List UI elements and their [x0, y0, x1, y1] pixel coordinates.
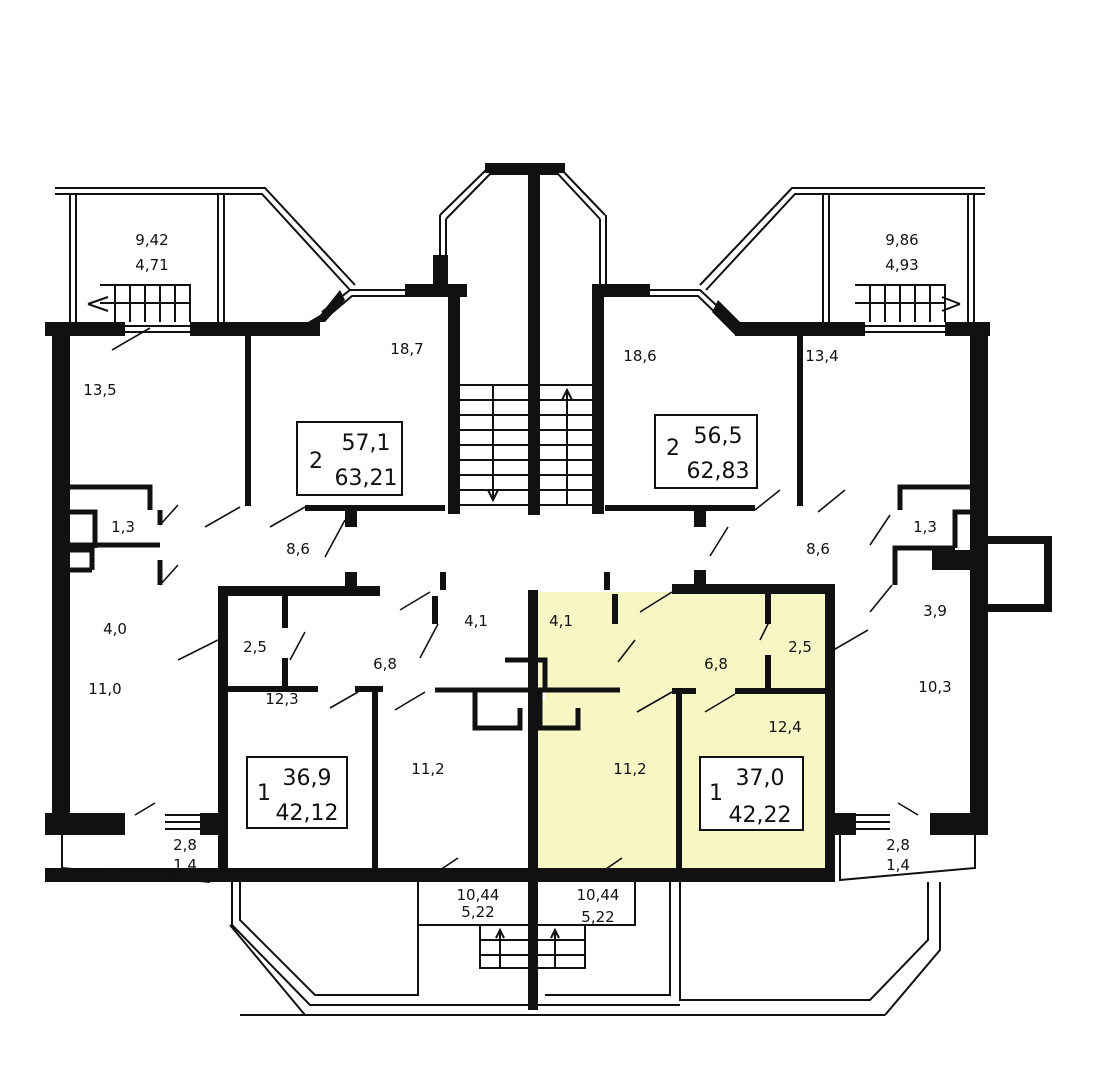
apartment-label[interactable]: 2 56,5 62,83 — [654, 414, 758, 489]
room-area: 12,4 — [768, 718, 801, 736]
balcony-area-full: 10,44 — [457, 886, 500, 904]
windows — [108, 289, 945, 879]
room-area: 2,5 — [243, 638, 267, 656]
room-area: 11,2 — [613, 760, 646, 778]
balcony-area-reduced: 1,4 — [886, 856, 910, 874]
room-area: 13,4 — [805, 347, 838, 365]
room-area: 11,2 — [411, 760, 444, 778]
room-area: 1,3 — [111, 518, 135, 536]
room-area: 11,0 — [88, 680, 121, 698]
balcony-top-right — [699, 187, 985, 322]
balcony-area-full: 10,44 — [577, 886, 620, 904]
room-area: 13,5 — [83, 381, 116, 399]
balcony-area-full: 9,86 — [885, 231, 918, 249]
apartment-rooms: 2 — [666, 436, 680, 461]
apartment-living-area: 56,5 — [694, 424, 743, 449]
walls — [45, 165, 1052, 1010]
room-area: 8,6 — [286, 540, 310, 558]
apartment-label[interactable]: 2 57,1 63,21 — [296, 421, 403, 496]
doors — [111, 327, 919, 881]
terrace — [61, 835, 976, 1016]
apartment-rooms: 1 — [709, 781, 723, 806]
room-area: 12,3 — [265, 690, 298, 708]
balcony-area-full: 9,42 — [135, 231, 168, 249]
apartment-rooms: 2 — [309, 449, 323, 474]
apartment-living-area: 57,1 — [342, 431, 391, 456]
room-area: 18,7 — [390, 340, 423, 358]
room-area: 4,1 — [549, 612, 573, 630]
room-area: 1,3 — [913, 518, 937, 536]
apartment-total-area: 42,12 — [276, 801, 339, 826]
apartment-label[interactable]: 1 36,9 42,12 — [246, 756, 348, 829]
room-area: 3,9 — [923, 602, 947, 620]
balcony-top-left — [55, 187, 356, 322]
apartment-label[interactable]: 1 37,0 42,22 — [699, 756, 804, 831]
balcony-area-full: 2,8 — [173, 836, 197, 854]
balcony-area-reduced: 5,22 — [581, 908, 614, 926]
apartment-total-area: 63,21 — [335, 466, 398, 491]
balcony-area-reduced: 4,93 — [885, 256, 918, 274]
apartment-total-area: 42,22 — [729, 803, 792, 828]
room-area: 4,1 — [464, 612, 488, 630]
balcony-area-reduced: 1,4 — [173, 856, 197, 874]
room-area: 10,3 — [918, 678, 951, 696]
apartment-living-area: 36,9 — [283, 766, 332, 791]
room-area: 18,6 — [623, 347, 656, 365]
central-stairs — [460, 384, 592, 506]
room-area: 6,8 — [704, 655, 728, 673]
apartment-rooms: 1 — [257, 781, 271, 806]
balcony-area-full: 2,8 — [886, 836, 910, 854]
balcony-area-reduced: 4,71 — [135, 256, 168, 274]
apartment-total-area: 62,83 — [687, 459, 750, 484]
room-area: 2,5 — [788, 638, 812, 656]
balcony-area-reduced: 5,22 — [461, 903, 494, 921]
room-area: 8,6 — [806, 540, 830, 558]
room-area: 6,8 — [373, 655, 397, 673]
apartment-living-area: 37,0 — [736, 766, 785, 791]
room-area: 4,0 — [103, 620, 127, 638]
